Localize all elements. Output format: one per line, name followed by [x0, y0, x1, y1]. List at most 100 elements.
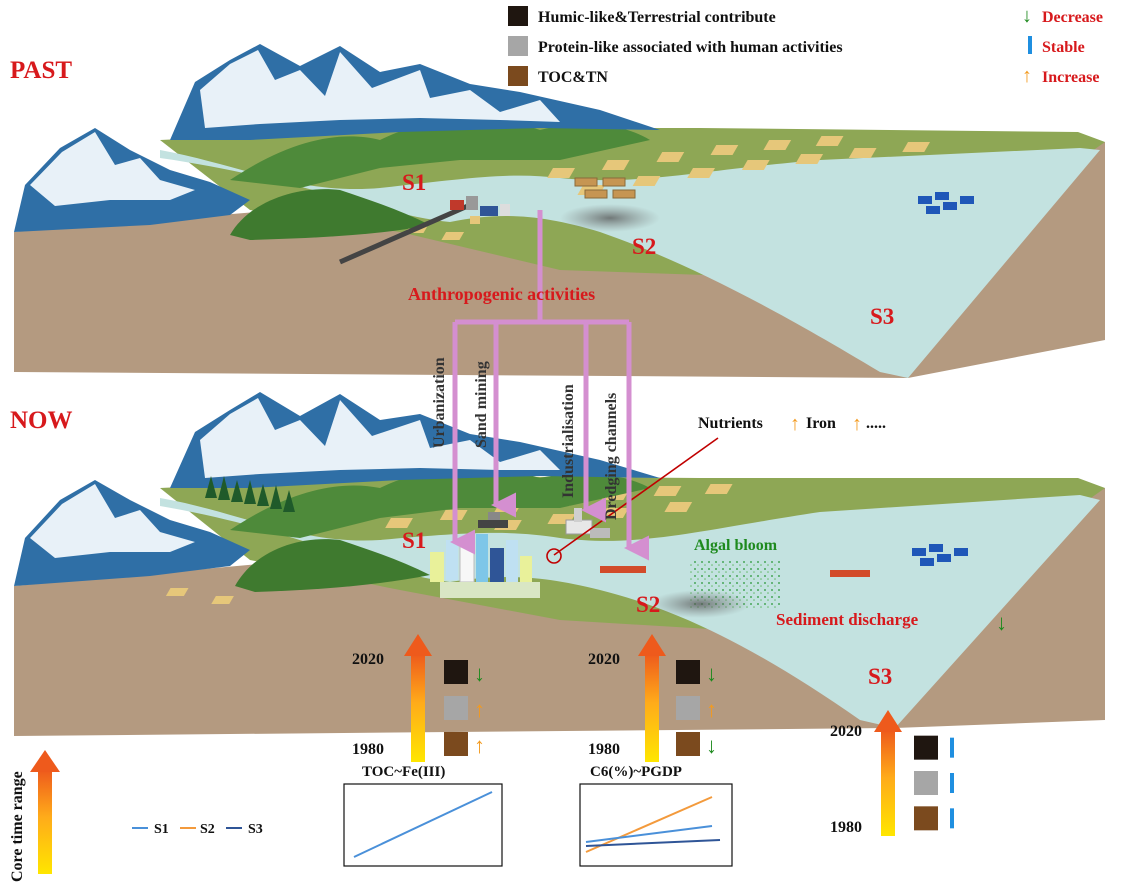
core-s3: 2020 1980 — [830, 710, 954, 836]
core-s1-arrow-head — [404, 634, 432, 656]
core-s2-trend-2-increase-icon: ↑ — [706, 697, 717, 722]
legend-decrease-icon: ↓ — [1022, 5, 1032, 27]
now-hills-front — [235, 539, 430, 592]
core-s3-trend-3-stable-icon — [950, 808, 954, 829]
inset-left-title: TOC~Fe(III) — [362, 764, 445, 780]
inset-right-series-s1 — [585, 825, 713, 843]
legend-swatch-protein — [508, 36, 528, 56]
now-mountain-left-snow — [30, 484, 195, 558]
past-panel-label: PAST — [10, 57, 72, 84]
site-label-s3-past: S3 — [870, 304, 894, 329]
core-s2-arrow-head — [638, 634, 666, 656]
core-time-arrow-head — [30, 750, 60, 772]
sediment-decrease-arrow: ↓ — [996, 610, 1007, 635]
core-s3-trend-1-stable-icon — [950, 737, 954, 758]
legend-stable-icon — [1028, 36, 1032, 54]
sediment-discharge-label: Sediment discharge — [776, 610, 919, 629]
past-mountain-left-snow — [30, 132, 195, 206]
iron-label: Iron — [806, 415, 836, 432]
past-farm-plots — [574, 177, 636, 199]
anthropogenic-activities-title: Anthropogenic activities — [408, 284, 595, 304]
inset-right: C6(%)~PGDP — [579, 764, 733, 867]
inset-series-legend: S1 S2 S3 — [132, 822, 263, 837]
pollution-pointer — [546, 437, 719, 564]
now-smoke — [650, 590, 750, 618]
core-s1-trend-3-increase-icon: ↑ — [474, 733, 485, 758]
now-hills — [230, 467, 650, 538]
site-label-s2-now: S2 — [636, 592, 660, 617]
core-s1-box-3 — [444, 732, 468, 756]
series-legend-s2: S2 — [200, 822, 215, 837]
inset-left: TOC~Fe(III) — [343, 764, 503, 867]
algal-bloom-label: Algal bloom — [694, 537, 778, 554]
site-label-s3-now: S3 — [868, 664, 892, 689]
past-mountain-snow — [200, 50, 560, 128]
core-s2-trend-1-decrease-icon: ↓ — [706, 661, 717, 686]
core-s3-year-bottom: 1980 — [830, 819, 862, 836]
inset-right-series-s3 — [585, 839, 721, 847]
activity-industrialisation: Industrialisation — [560, 384, 577, 498]
nutrients-annotation: Nutrients ↑ Iron ↑ ..... — [698, 413, 886, 435]
legend: Humic-like&Terrestrial contribute Protei… — [508, 5, 1103, 87]
core-s3-year-top: 2020 — [830, 723, 862, 740]
legend-label-protein: Protein-like associated with human activ… — [538, 39, 843, 56]
core-s1-trend-2-increase-icon: ↑ — [474, 697, 485, 722]
nutrients-label: Nutrients — [698, 415, 763, 432]
now-forest — [205, 476, 295, 512]
core-s3-arrow-head — [874, 710, 902, 732]
now-factory — [565, 508, 610, 538]
core-time-axis: Core time range — [9, 750, 60, 882]
now-solar-panels — [912, 544, 968, 566]
iron-increase-arrow: ↑ — [852, 413, 862, 435]
past-road — [338, 202, 472, 265]
core-s3-arrow-body — [881, 730, 895, 836]
legend-decrease-label: Decrease — [1042, 9, 1103, 26]
core-s1-box-2 — [444, 696, 468, 720]
series-legend-s1: S1 — [154, 822, 169, 837]
past-town — [450, 196, 510, 224]
core-s2-arrow-body — [645, 654, 659, 762]
core-s2-box-3 — [676, 732, 700, 756]
past-hills-front — [230, 189, 430, 240]
legend-label-humic: Humic-like&Terrestrial contribute — [538, 9, 776, 26]
legend-label-toc: TOC&TN — [538, 69, 608, 86]
legend-increase-icon: ↑ — [1022, 65, 1032, 87]
activity-dredging-channels: Dredging channels — [603, 393, 620, 520]
core-s3-trend-2-stable-icon — [950, 773, 954, 793]
now-dredgers — [600, 566, 870, 577]
site-label-s1-past: S1 — [402, 170, 426, 195]
now-mountain-snow — [200, 398, 560, 478]
core-s1-box-1 — [444, 660, 468, 684]
now-river — [160, 495, 1100, 728]
past-landscape — [14, 44, 1105, 378]
now-landscape — [14, 392, 1105, 736]
past-smoke — [560, 204, 660, 232]
past-river — [160, 148, 1100, 378]
core-s2-box-2 — [676, 696, 700, 720]
core-s1-arrow-body — [411, 654, 425, 762]
site-label-s2-past: S2 — [632, 234, 656, 259]
inset-right-series-s2 — [585, 796, 713, 853]
core-s2-trend-3-decrease-icon: ↓ — [706, 733, 717, 758]
core-s2-year-top: 2020 — [588, 651, 620, 668]
core-time-arrow-body — [38, 770, 52, 874]
core-s3-box-1 — [914, 735, 938, 760]
now-city — [430, 534, 540, 598]
legend-swatch-toc — [508, 66, 528, 86]
activity-urbanization: Urbanization — [431, 357, 448, 448]
legend-stable-label: Stable — [1042, 39, 1085, 56]
legend-increase-label: Increase — [1042, 69, 1099, 86]
inset-right-frame — [579, 783, 733, 867]
inset-right-title: C6(%)~PGDP — [590, 764, 682, 780]
past-hills — [230, 119, 650, 188]
core-s3-box-3 — [914, 806, 938, 831]
activity-arrows — [450, 210, 649, 561]
legend-swatch-humic — [508, 6, 528, 26]
now-panel-label: NOW — [10, 407, 73, 434]
core-s3-box-2 — [914, 771, 938, 795]
core-s1-trend-1-decrease-icon: ↓ — [474, 661, 485, 686]
